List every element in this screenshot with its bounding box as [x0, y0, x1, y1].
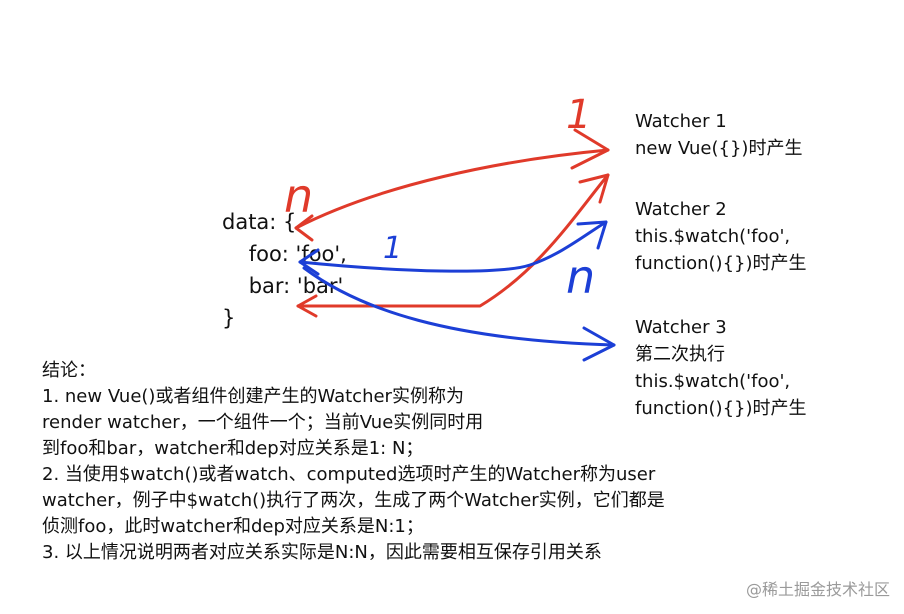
conclusion-line: 2. 当使用$watch()或者watch、computed选项时产生的Watc…: [42, 464, 656, 485]
watcher-3-title: Watcher 3: [635, 317, 727, 338]
red-one-annotation: 1: [566, 92, 591, 138]
conclusion-line: 3. 以上情况说明两者对应关系实际是N:N，因此需要相互保存引用关系: [42, 542, 602, 563]
watcher-2-label: Watcher 2 this.$watch('foo', function(){…: [635, 196, 807, 277]
watcher-2-desc-1: this.$watch('foo',: [635, 226, 791, 247]
red-arrowhead-bar-top: [578, 173, 610, 204]
blue-arrowhead-watcher3: [582, 326, 616, 362]
conclusion-line: 1. new Vue()或者组件创建产生的Watcher实例称为: [42, 386, 464, 407]
watermark: @稀土掘金技术社区: [745, 580, 890, 599]
code-block: data: { foo: 'foo', bar: 'bar' }: [222, 206, 347, 334]
blue-one-annotation: 1: [383, 231, 402, 266]
blue-arrow-foo-watcher2: [298, 220, 608, 273]
conclusion-line: 到foo和bar，watcher和dep对应关系是1: N；: [42, 438, 424, 459]
watcher-3-desc-2: this.$watch('foo',: [635, 371, 791, 392]
watcher-3-label: Watcher 3 第二次执行 this.$watch('foo', funct…: [635, 314, 807, 422]
red-arrowhead-bar: [296, 294, 318, 318]
code-line-data: data: {: [222, 210, 297, 234]
watcher-1-desc: new Vue({})时产生: [635, 138, 803, 159]
watcher-1-title: Watcher 1: [635, 111, 727, 132]
blue-arrowhead-watcher2: [576, 220, 608, 250]
red-arrow-bar-watcher1: [296, 173, 610, 308]
conclusion-block: 结论： 1. new Vue()或者组件创建产生的Watcher实例称为 ren…: [42, 358, 665, 566]
watcher-3-desc-1: 第二次执行: [635, 344, 725, 365]
conclusion-line: 侦测foo，此时watcher和dep对应关系是N:1；: [42, 516, 424, 537]
red-arrowhead-watcher1: [570, 128, 610, 170]
conclusion-line: render watcher，一个组件一个；当前Vue实例同时用: [42, 412, 484, 433]
watcher-2-title: Watcher 2: [635, 199, 727, 220]
watcher-1-label: Watcher 1 new Vue({})时产生: [635, 108, 802, 162]
conclusion-heading: 结论：: [42, 360, 96, 381]
watcher-2-desc-2: function(){})时产生: [635, 253, 807, 274]
blue-n-annotation: n: [566, 250, 595, 304]
red-arrowhead-data: [294, 214, 314, 242]
blue-arrow-foo-watcher3: [302, 266, 616, 347]
conclusion-line: watcher，例子中$watch()执行了两次，生成了两个Watcher实例，…: [42, 490, 665, 511]
blue-arrowhead-foo: [298, 248, 320, 276]
watcher-3-desc-3: function(){})时产生: [635, 398, 807, 419]
red-n-annotation: n: [284, 169, 313, 223]
red-arrow-data-watcher1: [294, 148, 610, 230]
code-line-close: }: [222, 306, 236, 330]
